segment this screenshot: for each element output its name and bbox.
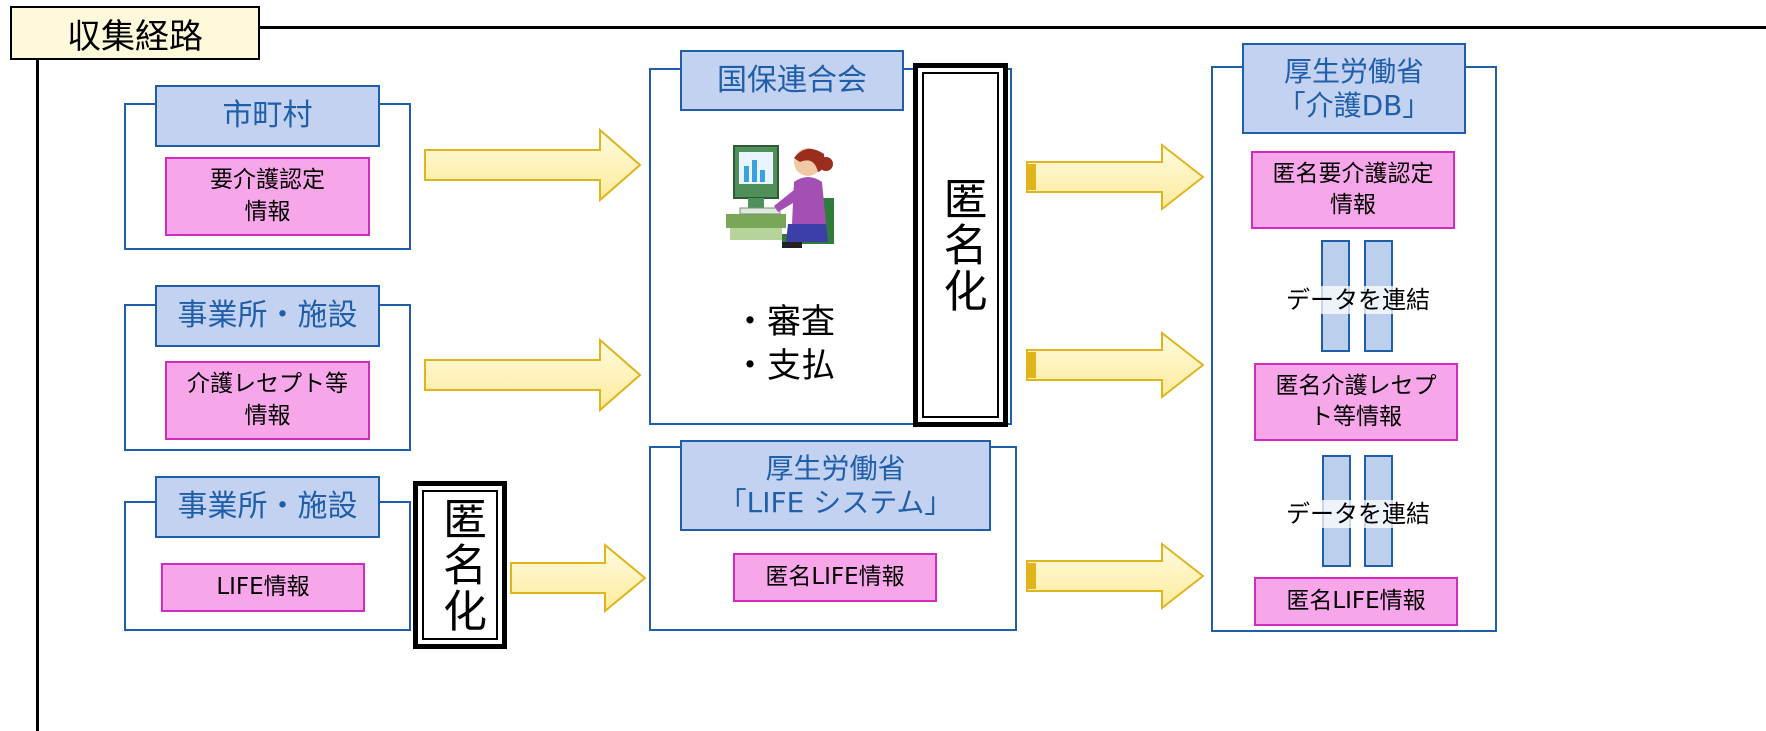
task-review: ・審査 xyxy=(733,302,835,342)
left-rule xyxy=(36,58,39,731)
source-info-care-certification: 要介護認定情報 xyxy=(165,157,370,236)
header-title: 収集経路 xyxy=(67,16,203,57)
db-item-care-certification: 匿名要介護認定情報 xyxy=(1251,151,1455,229)
source-title-facility-receipt: 事業所・施設 xyxy=(155,285,380,347)
life-system-info: 匿名LIFE情報 xyxy=(733,553,937,602)
task-payment: ・支払 xyxy=(733,346,835,387)
source-title-facility-life: 事業所・施設 xyxy=(155,476,380,538)
link-label-1: データを連結 xyxy=(1251,280,1465,315)
care-db-title: 厚生労働省「介護DB」 xyxy=(1242,43,1466,134)
arrow-kokuho-to-db-upper xyxy=(1026,142,1205,212)
arrow-facility-to-kokuho xyxy=(424,337,642,413)
kokuho-title: 国保連合会 xyxy=(680,50,904,111)
header-tab: 収集経路 xyxy=(10,6,260,60)
person-at-computer-icon xyxy=(726,145,834,248)
anonymize-box-life: 匿名化 xyxy=(413,481,507,649)
link-label-2: データを連結 xyxy=(1251,494,1465,529)
anonymize-box-kokuho: 匿名化 xyxy=(913,63,1008,427)
db-item-life: 匿名LIFE情報 xyxy=(1254,577,1458,626)
arrow-anon-to-life-system xyxy=(510,542,647,614)
header-rule xyxy=(258,26,1766,29)
db-item-care-receipt: 匿名介護レセプト等情報 xyxy=(1254,363,1458,441)
source-title-municipality: 市町村 xyxy=(155,85,380,147)
arrow-municipality-to-kokuho xyxy=(424,127,642,203)
life-system-title: 厚生労働省「LIFE システム」 xyxy=(680,440,991,531)
kokuho-tasks: ・審査 ・支払 xyxy=(733,300,883,388)
source-info-life: LIFE情報 xyxy=(161,563,365,612)
arrow-life-system-to-db xyxy=(1026,541,1205,611)
arrow-kokuho-to-db-lower xyxy=(1026,330,1205,400)
source-info-care-receipt: 介護レセプト等情報 xyxy=(165,361,370,440)
